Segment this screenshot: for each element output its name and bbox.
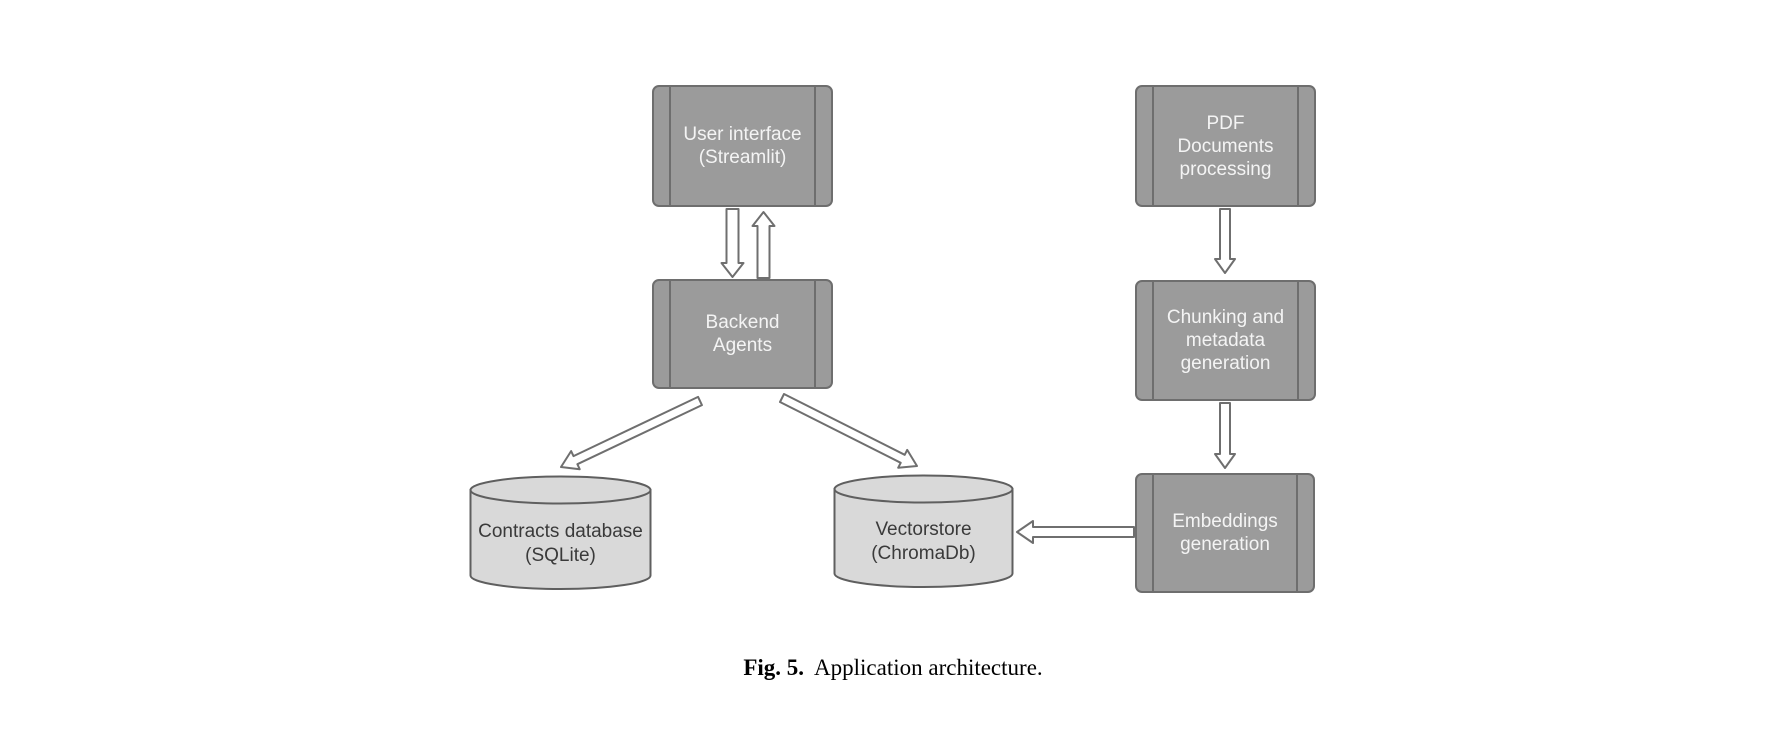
node-user-interface-sublabel: (Streamlit): [698, 147, 787, 168]
node-contracts-database-label: Contracts database: [478, 520, 643, 542]
database-cylinder-shape: [833, 474, 1014, 588]
node-vectorstore-sublabel: (ChromaDb): [871, 543, 976, 564]
node-contracts-database-label-group: Contracts database (SQLite): [469, 501, 652, 586]
node-vectorstore: Vectorstore (ChromaDb): [833, 474, 1014, 588]
figure-caption: Fig. 5. Application architecture.: [0, 655, 1786, 681]
ui-to-backend-down-arrow: [720, 208, 745, 278]
node-backend-agents: Backend Agents: [652, 279, 833, 389]
node-backend-agents-label: Backend: [705, 312, 780, 333]
node-contracts-database-sublabel: (SQLite): [525, 544, 596, 566]
database-cylinder-shape: [469, 475, 652, 590]
backend-to-contracts-arrow: [560, 395, 703, 471]
node-backend-agents-sublabel: Agents: [712, 335, 773, 356]
node-pdf-label-line3: processing: [1179, 158, 1272, 180]
node-pdf-label-line2: Documents: [1177, 135, 1274, 157]
figure-caption-text: Application architecture.: [814, 655, 1043, 680]
node-chunking-label-line1: Chunking and: [1166, 307, 1285, 328]
embeddings-to-vectorstore-arrow: [1016, 520, 1135, 544]
node-embeddings-sublabel: generation: [1180, 534, 1270, 555]
backend-to-ui-up-arrow: [751, 211, 776, 279]
chunking-to-embeddings-arrow: [1214, 402, 1236, 469]
node-user-interface: User interface (Streamlit): [652, 85, 833, 207]
pdf-to-chunking-arrow: [1214, 208, 1236, 274]
backend-to-vectorstore-arrow: [779, 393, 918, 469]
figure-caption-label: Fig. 5.: [743, 655, 805, 680]
node-vectorstore-label: Vectorstore: [875, 519, 972, 540]
node-pdf-documents-processing: PDF Documents processing: [1135, 85, 1316, 207]
node-vectorstore-label-group: Vectorstore (ChromaDb): [833, 500, 1014, 584]
node-chunking-label-line3: generation: [1180, 353, 1271, 374]
node-pdf-label-line1: PDF: [1206, 112, 1245, 134]
node-contracts-database: Contracts database (SQLite): [469, 475, 652, 590]
node-chunking-label-line2: metadata: [1185, 330, 1266, 351]
node-embeddings-generation: Embeddings generation: [1135, 473, 1315, 593]
node-chunking-metadata-generation: Chunking and metadata generation: [1135, 280, 1316, 401]
node-embeddings-label: Embeddings: [1172, 511, 1278, 532]
node-user-interface-label: User interface: [683, 124, 802, 145]
